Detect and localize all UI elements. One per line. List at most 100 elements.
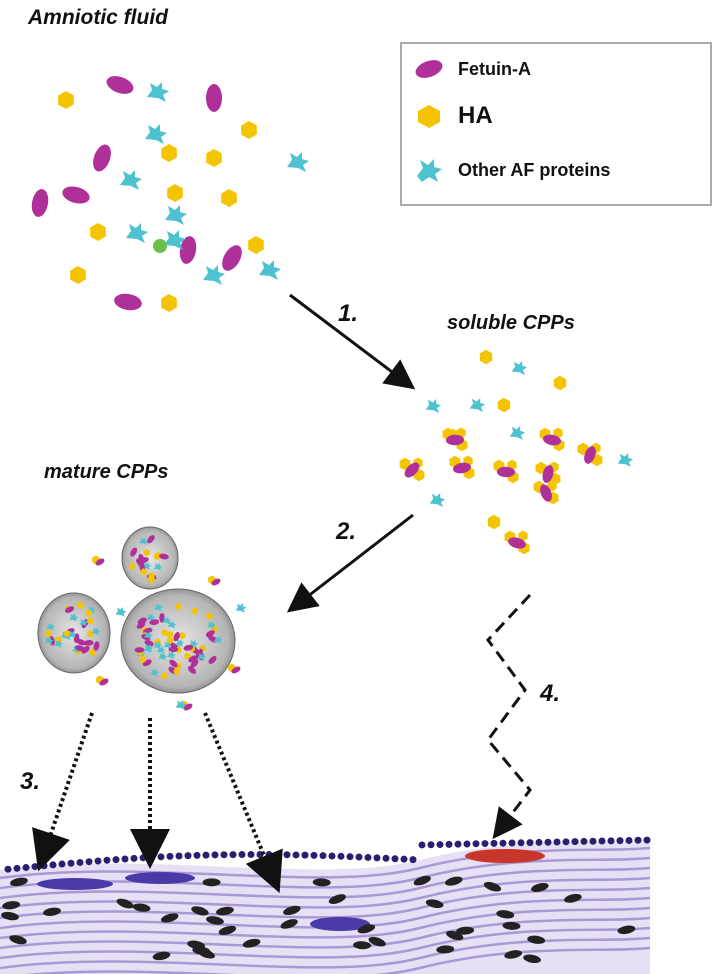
af-protein (115, 607, 127, 617)
calcification-deposit (504, 950, 523, 959)
fetuin-a-molecule (106, 76, 134, 94)
membrane-dot (418, 841, 426, 849)
fetuin-a-molecule (173, 631, 180, 642)
fetuin-a-molecule (206, 84, 222, 112)
fetuin-a-molecule (93, 144, 111, 172)
af-protein (197, 652, 207, 661)
step-2-label: 2. (336, 518, 357, 545)
ha-particle (58, 91, 74, 109)
af-protein (165, 205, 187, 225)
cell-nucleus (465, 849, 545, 863)
membrane-dot (355, 853, 363, 861)
calcification-deposit (9, 935, 27, 945)
calcification-deposit (523, 954, 541, 964)
af-protein (44, 636, 54, 645)
af-protein (469, 398, 486, 412)
calcification-deposit (202, 878, 221, 887)
calcification-deposit (617, 925, 636, 935)
fetuin-a-molecule (144, 640, 154, 647)
ha-particle (161, 294, 177, 312)
membrane-dot (283, 851, 291, 859)
fetuin-a-molecule (81, 645, 90, 654)
fetuin-a-molecule (452, 462, 472, 474)
af-protein (259, 260, 281, 280)
calcification-deposit (436, 945, 455, 954)
step-3-label: 3. (20, 768, 41, 795)
fetuin-a-molecule (183, 644, 194, 651)
ha-icon (418, 105, 440, 128)
fetuin-a-molecule (64, 606, 75, 613)
af-protein (147, 82, 169, 102)
membrane-dot (391, 855, 399, 863)
membrane-dot (364, 853, 372, 861)
membrane-dot (454, 840, 462, 848)
af-protein (120, 170, 142, 190)
calcification-deposit (328, 894, 346, 904)
step-4-label: 4. (540, 680, 561, 707)
mature-cpp-particle (121, 526, 179, 590)
green-particle (153, 239, 167, 253)
membrane-dot (463, 840, 471, 848)
fetuin-a-molecule (134, 647, 145, 653)
fetuin-a-molecule (31, 189, 49, 217)
tissue-fiber (0, 896, 651, 930)
cell-nucleus (37, 878, 113, 890)
calcification-deposit (456, 926, 475, 935)
membrane-dot (319, 852, 327, 860)
legend-item-other-af-proteins: Other AF proteins (414, 156, 610, 184)
af-protein (158, 652, 168, 661)
membrane-dot (67, 859, 75, 867)
membrane-dot (472, 840, 480, 848)
calcification-deposit (283, 905, 301, 916)
arrows (32, 293, 532, 894)
membrane-dot (499, 839, 507, 847)
af-protein (235, 603, 247, 613)
fetuin-a-molecule (190, 659, 199, 668)
calcification-deposit (43, 907, 61, 916)
membrane-dot (31, 863, 39, 871)
membrane-dot (58, 860, 66, 868)
fetuin-a-molecule (93, 641, 100, 651)
membrane-dot (310, 851, 318, 859)
membrane-dot (85, 858, 93, 866)
arrow-step-3c (203, 712, 283, 894)
membrane-dot (337, 852, 345, 860)
membrane-dot (121, 855, 129, 863)
calcification-deposit (10, 877, 28, 887)
af-protein (53, 639, 63, 648)
fetuin-a-molecule (208, 655, 217, 664)
tissue-fiber (0, 926, 651, 960)
fetuin-a-molecule (508, 537, 526, 549)
fetuin-a-molecule (179, 236, 197, 264)
af-protein (162, 616, 172, 625)
ha-particle (497, 397, 511, 413)
membrane-dot (139, 854, 147, 862)
ha-particle (129, 562, 136, 570)
fetuin-a-molecule (159, 612, 165, 623)
calcification-deposit (531, 883, 549, 893)
fetuin-a-icon (415, 60, 443, 78)
af-protein (68, 630, 78, 639)
ha-particle (140, 568, 147, 576)
fetuin-a-molecule (542, 465, 554, 483)
ha-particle (221, 189, 237, 207)
af-protein (175, 700, 187, 710)
arrow-step-1 (289, 293, 416, 390)
fetuin-a-molecule (445, 434, 465, 446)
calcification-deposit (496, 910, 515, 919)
soluble-cpps-label: soluble CPPs (447, 312, 575, 334)
tissue-fiber (0, 886, 651, 920)
ha-particle (139, 655, 147, 663)
ha-particle (161, 672, 168, 680)
fetuin-a-molecule (99, 678, 109, 686)
membrane-dot (4, 865, 12, 873)
membrane-dot (130, 854, 138, 862)
membrane-dot (400, 855, 408, 863)
membrane-dot (193, 851, 201, 859)
calcification-deposit (280, 919, 298, 929)
ha-particle (90, 223, 106, 241)
membrane-dot (202, 851, 210, 859)
ha-particle (161, 629, 168, 637)
af-protein (213, 635, 223, 644)
